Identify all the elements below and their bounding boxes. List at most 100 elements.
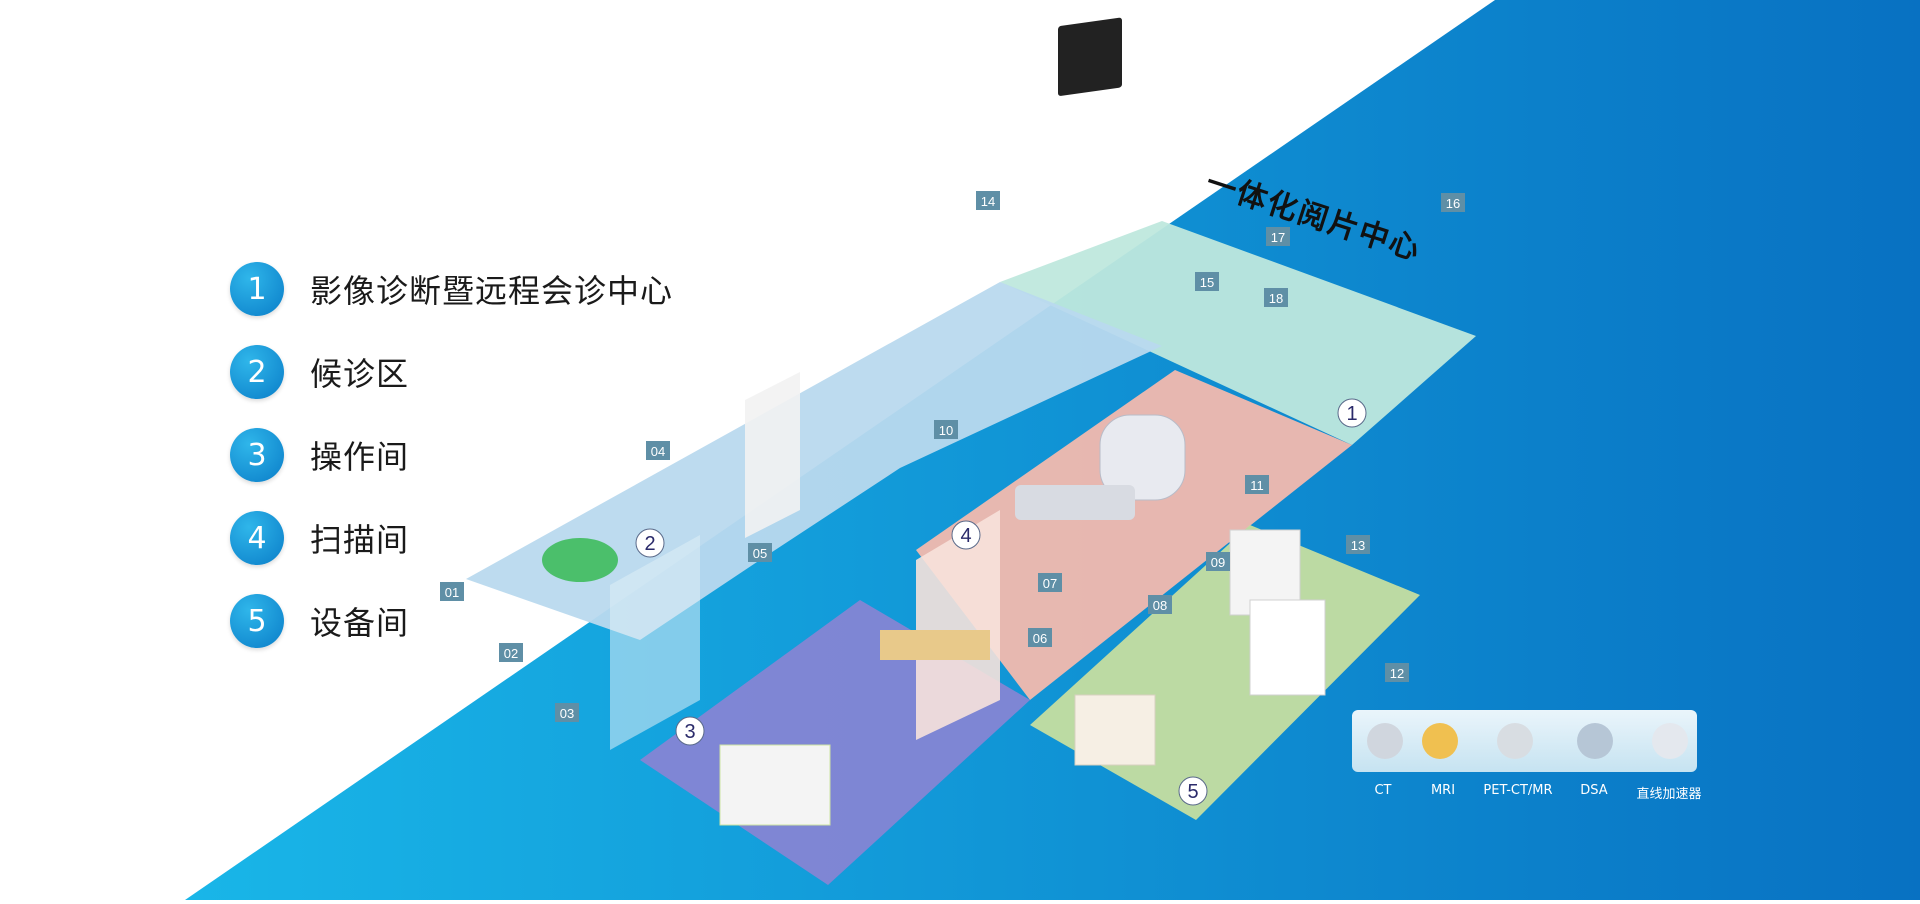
modality-caption: MRI xyxy=(1430,783,1456,798)
scanner-bed xyxy=(1015,485,1135,520)
callout-tag-02: 02 xyxy=(499,643,523,662)
zone-marker-label: 1 xyxy=(1346,403,1357,425)
zone-marker-circle xyxy=(635,528,665,558)
zone-markers: 1 2 3 4 5 xyxy=(635,398,1367,806)
legend-number: 2 xyxy=(230,345,284,399)
pet-thumbnail xyxy=(1497,723,1533,759)
ct-thumbnail xyxy=(1367,723,1403,759)
reception-counter xyxy=(719,744,831,826)
zone-marker-circle xyxy=(675,716,705,746)
scan-wall xyxy=(916,510,1000,740)
zone-marker-label: 2 xyxy=(644,533,655,555)
callout-tag-07: 07 xyxy=(1038,573,1062,592)
callout-tag-label: 11 xyxy=(1250,478,1264,493)
modality-caption: DSA xyxy=(1580,783,1608,798)
callout-tag-12: 12 xyxy=(1385,663,1409,682)
legend-label: 候诊区 xyxy=(310,355,410,393)
modality-caption: CT xyxy=(1374,783,1392,798)
callout-tag-label: 10 xyxy=(939,423,953,438)
callout-tag-box xyxy=(499,643,523,662)
legend-number: 3 xyxy=(230,428,284,482)
callout-tag-label: 08 xyxy=(1153,598,1167,613)
callout-tag-09: 09 xyxy=(1206,552,1230,571)
zone-4-floor xyxy=(916,370,1352,700)
callout-tag-14: 14 xyxy=(976,191,1000,210)
callout-tag-label: 03 xyxy=(560,706,574,721)
legend-label: 操作间 xyxy=(310,438,410,476)
callout-tag-label: 17 xyxy=(1271,230,1285,245)
legend-item: 2 候诊区 xyxy=(230,345,673,399)
callout-tag-box xyxy=(555,703,579,722)
legend-label: 影像诊断暨远程会诊中心 xyxy=(310,272,674,310)
callout-tag-06: 06 xyxy=(1028,628,1052,647)
callout-tag-box xyxy=(1385,663,1409,682)
legend-item: 3 操作间 xyxy=(230,428,673,482)
callout-tag-box xyxy=(1148,595,1172,614)
zone-marker-label: 5 xyxy=(1187,781,1198,803)
callout-tag-label: 04 xyxy=(651,444,665,459)
callout-tag-box xyxy=(1195,272,1219,291)
callout-tag-box xyxy=(1346,535,1370,554)
zone-marker-label: 4 xyxy=(960,525,971,547)
callout-tag-box xyxy=(1266,227,1290,246)
callout-tag-box xyxy=(1038,573,1062,592)
callout-tag-04: 04 xyxy=(646,441,670,460)
legend-label: 设备间 xyxy=(310,604,410,642)
callout-tag-label: 13 xyxy=(1351,538,1365,553)
callout-tag-08: 08 xyxy=(1148,595,1172,614)
callout-tag-label: 16 xyxy=(1446,196,1460,211)
callout-tag-17: 17 xyxy=(1266,227,1290,246)
legend-item: 5 设备间 xyxy=(230,594,673,648)
callout-tag-box xyxy=(440,582,464,601)
callout-tag-05: 05 xyxy=(748,543,772,562)
legend-item: 1 影像诊断暨远程会诊中心 xyxy=(230,262,673,316)
callout-tag-label: 15 xyxy=(1200,275,1214,290)
waiting-floor-mark xyxy=(542,538,618,582)
legend-number: 5 xyxy=(230,594,284,648)
callout-tag-box xyxy=(646,441,670,460)
callout-tag-03: 03 xyxy=(555,703,579,722)
legend: 1 影像诊断暨远程会诊中心 2 候诊区 3 操作间 4 扫描间 5 设备间 xyxy=(230,262,673,677)
callout-tag-16: 16 xyxy=(1441,193,1465,212)
callout-tag-label: 02 xyxy=(504,646,518,661)
operator-desk xyxy=(880,630,990,660)
callout-tag-box xyxy=(748,543,772,562)
callout-tag-15: 15 xyxy=(1195,272,1219,291)
zone-marker-circle xyxy=(1178,776,1208,806)
white-partition xyxy=(745,372,800,538)
zone-1-floor xyxy=(1000,221,1476,445)
callout-tag-11: 11 xyxy=(1245,475,1269,494)
callout-tag-label: 05 xyxy=(753,546,767,561)
zone-marker-label: 3 xyxy=(684,721,695,743)
modality-thumbnails xyxy=(1367,723,1688,759)
callout-tag-label: 06 xyxy=(1033,631,1047,646)
linac-thumbnail xyxy=(1652,723,1688,759)
callout-tag-box xyxy=(1028,628,1052,647)
zone-marker-circle xyxy=(951,520,981,550)
dsa-thumbnail xyxy=(1577,723,1613,759)
callout-tag-box xyxy=(976,191,1000,210)
callout-tag-label: 09 xyxy=(1211,555,1225,570)
callout-tag-box xyxy=(1206,552,1230,571)
mri-thumbnail xyxy=(1422,723,1458,759)
glass-wall xyxy=(610,535,700,750)
modality-caption: PET-CT/MR xyxy=(1483,783,1553,798)
callout-tag-01: 01 xyxy=(440,582,464,601)
callout-tag-label: 01 xyxy=(445,585,459,600)
equipment-rack xyxy=(1249,599,1326,696)
callout-tag-box xyxy=(934,420,958,439)
callout-tag-label: 12 xyxy=(1390,666,1404,681)
zone-marker-circle xyxy=(1337,398,1367,428)
legend-item: 4 扫描间 xyxy=(230,511,673,565)
callout-tag-box xyxy=(1264,288,1288,307)
callout-tag-18: 18 xyxy=(1264,288,1288,307)
callout-tag-box xyxy=(1441,193,1465,212)
callout-tag-label: 14 xyxy=(981,194,995,209)
display-wall-screen xyxy=(1058,17,1122,96)
callout-tag-label: 18 xyxy=(1269,291,1283,306)
legend-number: 1 xyxy=(230,262,284,316)
modality-caption: 直线加速器 xyxy=(1636,787,1702,802)
